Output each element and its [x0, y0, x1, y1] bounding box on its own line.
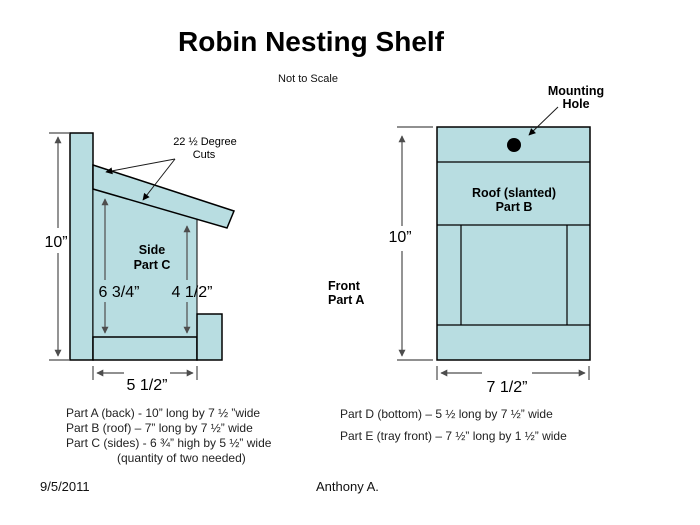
- part-c-note: Part C (sides) - 6 ¾” high by 5 ½” wide: [66, 436, 272, 450]
- front-height-dimension: 10”: [388, 229, 411, 246]
- side-bottom-dimension: 5 1/2”: [127, 377, 168, 394]
- degree-cuts-label-line1: 22 ½ Degree: [173, 136, 237, 148]
- mounting-hole-label-line2: Hole: [562, 97, 589, 111]
- scale-note: Not to Scale: [278, 73, 338, 85]
- part-a-note: Part A (back) - 10” long by 7 ½ ”wide: [66, 406, 261, 420]
- side-view-roof-board: [92, 163, 236, 229]
- side-view-group: 10” 6 3/4” 4 1/2” 5 1/2” 22 ½ Degree Cut…: [44, 132, 237, 394]
- side-part-label-line2: Part C: [134, 258, 171, 272]
- front-part-label-line1: Front: [328, 279, 361, 293]
- roof-part-label-line2: Part B: [496, 200, 533, 214]
- part-d-note: Part D (bottom) – 5 ½ long by 7 ½” wide: [340, 407, 553, 421]
- side-view-bottom-board: [92, 336, 198, 361]
- roof-part-label-line1: Roof (slanted): [472, 186, 556, 200]
- side-back-edge-dimension: 6 3/4”: [99, 284, 140, 301]
- part-c-quantity-note: (quantity of two needed): [117, 451, 246, 465]
- degree-cuts-label-line2: Cuts: [193, 149, 216, 161]
- front-part-label-line2: Part A: [328, 293, 364, 307]
- front-view-body: [436, 126, 591, 361]
- side-view-tray-front: [196, 313, 223, 361]
- footer-date: 9/5/2011: [40, 479, 90, 494]
- side-front-edge-dimension: 4 1/2”: [172, 284, 213, 301]
- side-part-label-line1: Side: [139, 243, 165, 257]
- page-title: Robin Nesting Shelf: [178, 26, 444, 57]
- parts-list-left: Part A (back) - 10” long by 7 ½ ”wide Pa…: [66, 406, 271, 466]
- mounting-hole-label-line1: Mounting: [548, 84, 604, 98]
- cut-pointer-arrow-bottom: [142, 158, 176, 201]
- side-view-back-board: [69, 132, 94, 361]
- footer-author: Anthony A.: [316, 479, 379, 494]
- front-width-dimension: 7 1/2”: [487, 379, 528, 396]
- side-height-dimension: 10”: [44, 234, 67, 251]
- part-e-note: Part E (tray front) – 7 ½” long by 1 ½” …: [340, 429, 567, 443]
- cut-pointer-arrow-top: [105, 158, 176, 175]
- front-view-group: Mounting Hole Roof (slanted) Part B Fron…: [328, 84, 604, 396]
- part-b-note: Part B (roof) – 7” long by 7 ½” wide: [66, 421, 253, 435]
- mounting-hole-pointer-arrow: [528, 106, 559, 136]
- mounting-hole: [507, 138, 521, 152]
- parts-list-right: Part D (bottom) – 5 ½ long by 7 ½” wide …: [340, 407, 567, 451]
